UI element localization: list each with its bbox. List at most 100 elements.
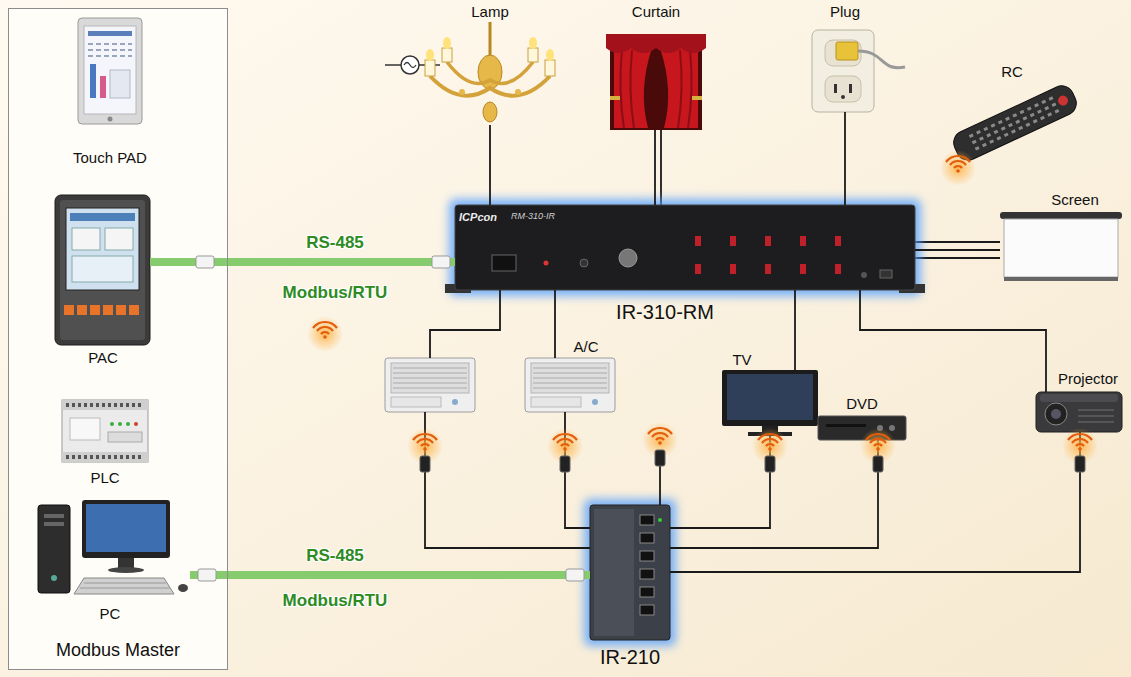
touch-pad-icon xyxy=(108,117,113,122)
air-conditioner-icon xyxy=(391,397,441,407)
screen-extra-wires xyxy=(915,242,1000,258)
chandelier-icon xyxy=(426,49,434,61)
wire-connector xyxy=(844,112,846,205)
chandelier-icon xyxy=(447,62,533,83)
ir-310-rm-device xyxy=(455,205,915,290)
ac-source-symbol xyxy=(385,64,401,66)
wire-connector xyxy=(654,130,656,205)
chandelier-icon xyxy=(425,60,435,76)
pac-icon xyxy=(105,228,133,250)
chandelier-icon xyxy=(529,37,537,49)
plc-icon xyxy=(62,400,148,462)
ir-310-rm-device xyxy=(800,236,806,246)
ir-310-rm-device xyxy=(695,264,701,274)
pc-icon xyxy=(44,522,64,526)
curtain-icon xyxy=(606,34,706,48)
air-conditioner-icon xyxy=(533,368,607,388)
plug-icon xyxy=(849,84,852,93)
projector-icon xyxy=(1051,409,1061,419)
projector-icon xyxy=(1045,403,1067,425)
wire-connector xyxy=(915,249,1000,251)
pc-icon xyxy=(44,514,64,518)
device-label: DVD xyxy=(846,395,878,412)
air-conditioner: A/C xyxy=(385,358,615,412)
tv-set: TV xyxy=(722,370,818,436)
wire-connector xyxy=(860,290,1046,392)
pac-icon xyxy=(116,305,126,315)
chandelier-icon xyxy=(515,89,521,95)
plc-icon xyxy=(70,418,100,440)
touch-pad-icon xyxy=(88,44,132,56)
device-label: PC xyxy=(100,605,121,622)
touch-pad-icon xyxy=(84,26,136,114)
projector-device: Projector xyxy=(1036,392,1122,432)
protocol-label: Modbus/RTU xyxy=(283,283,388,303)
plug-icon xyxy=(825,76,861,102)
protocol-label: Modbus/RTU xyxy=(283,591,388,611)
ir-210-device xyxy=(584,499,676,646)
projector-icon xyxy=(1040,394,1118,402)
plc-controller: PLC xyxy=(62,400,148,462)
device-label: Lamp xyxy=(471,3,509,20)
tv-icon xyxy=(727,374,813,420)
chandelier-icon xyxy=(425,22,555,122)
plc-icon xyxy=(62,400,148,410)
lamp-device: Lamp xyxy=(420,22,560,125)
dvd-player: DVD xyxy=(818,416,906,440)
ir-310-rm-device xyxy=(861,272,867,278)
ir-emitter-symbol xyxy=(547,428,583,472)
ir-210-module: IR-210 xyxy=(590,505,670,640)
ac-source-symbol xyxy=(404,63,416,68)
pc-computer: PC xyxy=(38,500,190,598)
projection-screen-icon xyxy=(1000,212,1122,281)
plug-icon xyxy=(836,42,858,60)
ir-310-rm-device xyxy=(445,199,925,296)
device-label: Projector xyxy=(1058,370,1118,387)
ir-310-rm-device xyxy=(730,236,736,246)
device-label: Plug xyxy=(830,3,860,20)
ir-210-device xyxy=(658,518,662,522)
ir-emitter-symbol xyxy=(407,428,443,472)
projection-screen: Screen xyxy=(1000,212,1122,282)
cable-plug xyxy=(196,256,214,268)
pac-icon xyxy=(90,305,100,315)
chandelier-icon xyxy=(459,89,465,95)
curtain-icon xyxy=(606,34,706,130)
pc-icon xyxy=(51,575,57,581)
device-label: Touch PAD xyxy=(73,149,147,166)
pac-icon xyxy=(70,213,135,221)
ir-310-rm-device xyxy=(449,199,921,296)
ir-emitter-symbol xyxy=(860,428,896,472)
ir-210-device xyxy=(640,569,654,579)
air-conditioner-icon xyxy=(385,358,615,412)
ir-310-rm-device xyxy=(730,264,736,274)
ir-310-rm-device xyxy=(580,259,588,267)
pac-icon xyxy=(64,305,74,315)
device-label: PLC xyxy=(90,469,119,486)
device-label: TV xyxy=(732,351,751,368)
plug-icon xyxy=(825,40,861,66)
device-label: Modbus Master xyxy=(56,640,180,661)
pac-icon xyxy=(60,200,145,340)
plug-icon xyxy=(834,84,837,93)
wireless-symbol xyxy=(307,150,976,352)
chandelier-icon xyxy=(442,48,452,62)
touch-pad-icon xyxy=(78,18,142,124)
ir-210-device xyxy=(640,551,654,561)
pc-icon xyxy=(80,583,170,588)
plc-icon xyxy=(134,422,138,426)
air-conditioner-icon xyxy=(393,368,467,388)
cable-plug xyxy=(196,256,584,581)
plc-icon xyxy=(118,422,122,426)
ir-310-rm-device xyxy=(880,270,892,278)
chandelier-icon xyxy=(528,48,538,62)
ir-210-device xyxy=(640,587,654,597)
air-conditioner-icon xyxy=(531,363,609,393)
curtain-device: Curtain xyxy=(606,34,706,130)
tv-icon xyxy=(722,370,818,426)
ir-emitter-symbol xyxy=(642,422,678,466)
chandelier-icon xyxy=(545,60,555,76)
air-conditioner-icon xyxy=(525,358,615,412)
